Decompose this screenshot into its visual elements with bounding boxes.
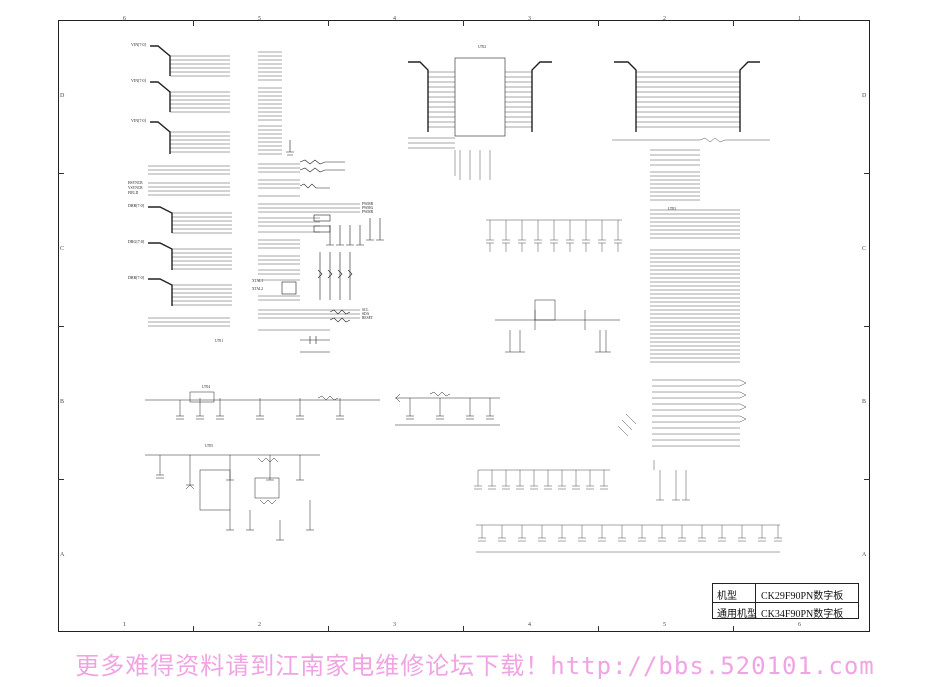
- ruler-label-right: A: [862, 552, 867, 558]
- bus-label: DRB[7:0]: [128, 203, 145, 208]
- ruler-tick: [58, 326, 64, 327]
- block-captions: U701 U702 U703 U704 U705: [202, 45, 676, 448]
- passive-network: [281, 140, 384, 353]
- ruler-label-right: C: [862, 246, 867, 252]
- ruler-label-bottom: 1: [123, 622, 126, 628]
- ruler-label-right: B: [862, 399, 867, 405]
- block-caption: U702: [478, 45, 486, 49]
- ruler-tick: [864, 173, 870, 174]
- schematic-svg: VIN[7:0] VIN[7:0] VIN[7:0] DRB[7:0] DRG[…: [128, 42, 782, 553]
- ic-u701-pins: [258, 51, 360, 331]
- bus-label: DRG[7:0]: [128, 239, 145, 244]
- ic-u703: [612, 61, 770, 201]
- ruler-tick: [463, 626, 464, 632]
- ruler-tick: [58, 173, 64, 174]
- ruler-tick: [463, 20, 464, 26]
- title-block: 机型 CK29F90PN数字板 通用机型 CK34F90PN数字板: [712, 583, 859, 620]
- ruler-label-bottom: 6: [798, 622, 801, 628]
- bus-label: VIN[7:0]: [131, 42, 147, 47]
- shared-model-value: CK34F90PN数字板: [761, 609, 844, 620]
- bus-label: VIN[7:0]: [131, 118, 147, 123]
- pwm-label: PWMR: [362, 210, 374, 214]
- ic-u702: [408, 57, 552, 180]
- ruler-label-bottom: 4: [528, 622, 531, 628]
- block-caption: U704: [202, 385, 210, 389]
- output-bus-group: DRB[7:0] DRG[7:0] DRR[7:0]: [128, 203, 173, 306]
- ruler-tick: [733, 626, 734, 632]
- sync-in-label: HSYNCB: [128, 181, 143, 185]
- ruler-tick: [864, 326, 870, 327]
- ruler-label-top: 1: [798, 16, 801, 22]
- ruler-tick: [58, 479, 64, 480]
- ruler-label-left: A: [60, 552, 65, 558]
- ruler-tick: [328, 20, 329, 26]
- i2c-label: RESET: [362, 316, 374, 320]
- pwm-label: PWMG: [362, 206, 374, 210]
- ruler-label-top: 2: [663, 16, 666, 22]
- i2c-label: SCL: [362, 308, 369, 312]
- power-rail-center: [395, 391, 500, 426]
- title-block-divider: [755, 584, 756, 618]
- regulator-block: [495, 299, 620, 353]
- title-block-row-model: 机型 CK29F90PN数字板: [713, 584, 858, 603]
- sync-in-label: FIELD: [128, 191, 139, 195]
- ruler-label-bottom: 3: [393, 622, 396, 628]
- bus-label: VIN[7:0]: [131, 78, 147, 83]
- ruler-tick: [598, 20, 599, 26]
- watermark-banner: 更多难得资料请到江南家电维修论坛下载！http://bbs.520101.com: [75, 652, 875, 680]
- pin-rows: [170, 55, 230, 153]
- ruler-label-left: D: [60, 93, 65, 99]
- ruler-tick: [193, 20, 194, 26]
- pin-rows: [148, 165, 232, 327]
- sync-in-label: VSYNCB: [128, 186, 143, 190]
- ruler-label-top: 5: [258, 16, 261, 22]
- xtal-label: XTAL2: [252, 287, 263, 291]
- title-block-row-shared: 通用机型 CK34F90PN数字板: [713, 602, 858, 620]
- ruler-tick: [733, 20, 734, 26]
- model-value: CK29F90PN数字板: [761, 591, 844, 602]
- power-section-lower: [145, 454, 320, 541]
- ruler-tick: [193, 626, 194, 632]
- block-caption: U705: [205, 444, 213, 448]
- decoupling-caps-top: [486, 219, 622, 252]
- sync-labels: HSYNCB VSYNCB FIELD: [128, 181, 143, 195]
- ruler-label-top: 3: [528, 16, 531, 22]
- ruler-tick: [598, 626, 599, 632]
- ruler-label-right: D: [862, 93, 867, 99]
- xtal-label: XTAL1: [252, 279, 263, 283]
- schematic-canvas: VIN[7:0] VIN[7:0] VIN[7:0] DRB[7:0] DRG[…: [128, 42, 782, 553]
- decoupling-caps-bottom: [474, 469, 782, 553]
- ruler-label-bottom: 2: [258, 622, 261, 628]
- ruler-label-left: B: [60, 399, 65, 405]
- model-label: 机型: [717, 591, 737, 602]
- ruler-label-top: 4: [393, 16, 396, 22]
- ruler-label-left: C: [60, 246, 65, 252]
- ruler-label-top: 6: [123, 16, 126, 22]
- ruler-tick: [864, 479, 870, 480]
- ruler-tick: [328, 626, 329, 632]
- pwm-label: PWMB: [362, 202, 374, 206]
- power-rail-left: [145, 391, 380, 420]
- i2c-label: SDA: [362, 312, 370, 316]
- connector-column: [617, 209, 747, 501]
- ruler-label-bottom: 5: [663, 622, 666, 628]
- block-caption: U701: [215, 339, 223, 343]
- shared-model-label: 通用机型: [717, 609, 757, 620]
- block-caption: U703: [668, 207, 676, 211]
- pwm-labels: PWMB PWMG PWMR SCL SDA RESET XTAL1 XTAL2: [252, 202, 374, 320]
- input-bus-group: VIN[7:0] VIN[7:0] VIN[7:0]: [131, 42, 171, 154]
- bus-label: DRR[7:0]: [128, 275, 145, 280]
